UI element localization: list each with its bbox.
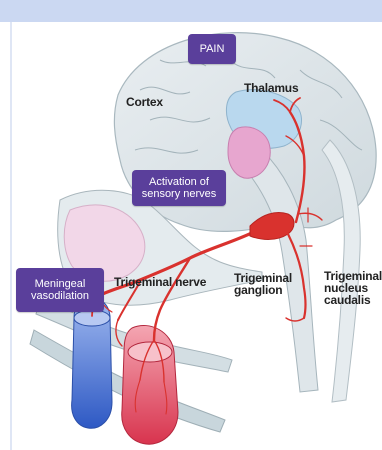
trigeminal-nucleus-label: Trigeminal nucleus caudalis — [324, 270, 382, 306]
thalamus-label: Thalamus — [244, 82, 298, 94]
artery-opening — [128, 342, 172, 362]
trigeminal-ganglion-label: Trigeminal ganglion — [234, 272, 292, 296]
trigeminal-nerve-label: Trigeminal nerve — [114, 276, 206, 288]
pain-region-shape — [228, 127, 270, 178]
activation-callout: Activation of sensory nerves — [132, 170, 226, 206]
cortex-label: Cortex — [126, 96, 163, 108]
pain-callout: PAIN — [188, 34, 236, 64]
meningeal-callout: Meningeal vasodilation — [16, 268, 104, 312]
